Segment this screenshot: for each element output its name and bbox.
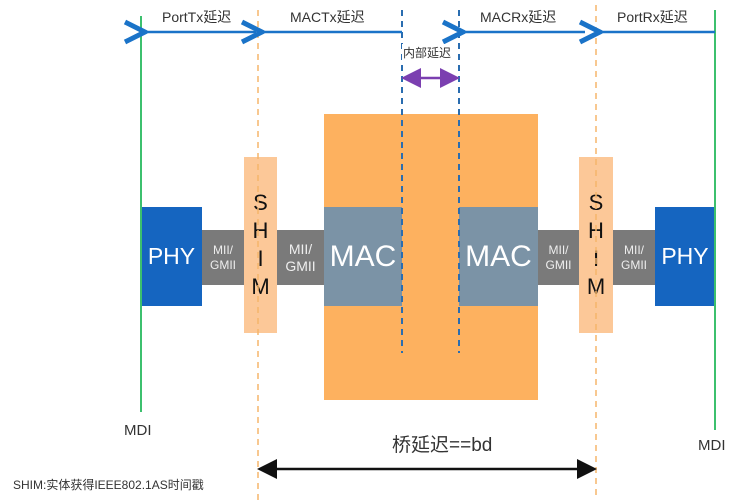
left-mdi-label: MDI [124, 422, 152, 439]
right-mii-outer-line2: GMII [621, 257, 647, 272]
right-mdi-label: MDI [698, 437, 726, 454]
right-mii-inner-line2: GMII [545, 257, 572, 272]
left-mii-inner-line1: MII/ [288, 240, 313, 257]
bridge-delay-label: 桥延迟==bd [392, 435, 493, 456]
left-mac-label: MAC [329, 239, 397, 273]
left-phy-label: PHY [147, 243, 196, 269]
shim-footnote: SHIM:实体获得IEEE802.1AS时间戳 [13, 478, 204, 492]
port-tx-delay-label: PortTx延迟 [162, 9, 232, 25]
left-mii-inner-block: MII/ GMII [277, 230, 324, 285]
right-shim-letter: S [588, 190, 604, 215]
right-mii-outer-line1: MII/ [624, 242, 644, 257]
left-mii-outer-block: MII/ GMII [202, 230, 244, 285]
internal-delay-label: 内部延迟 [402, 44, 453, 61]
right-mii-inner-block: MII/ GMII [538, 230, 579, 285]
right-mii-inner-line1: MII/ [548, 242, 569, 257]
right-mac-label: MAC [465, 239, 532, 273]
left-mii-outer-line2: GMII [210, 257, 236, 272]
right-phy-block: PHY [655, 207, 715, 306]
left-shim-letter: S [253, 190, 268, 215]
left-mii-inner-line2: GMII [285, 257, 316, 274]
left-shim-letter: H [252, 218, 269, 243]
left-mii-outer-line1: MII/ [213, 242, 233, 257]
right-mac-block: MAC [459, 207, 538, 306]
mac-tx-delay-label: MACTx延迟 [290, 9, 365, 25]
right-mii-outer-block: MII/ GMII [613, 230, 655, 285]
port-rx-delay-label: PortRx延迟 [617, 9, 688, 25]
left-shim-letter: I [257, 246, 264, 271]
right-shim-letter: M [586, 274, 606, 299]
left-shim-block: S H I M [244, 157, 277, 333]
left-shim-letter: M [251, 274, 270, 299]
left-mac-block: MAC [324, 207, 402, 306]
left-phy-block: PHY [141, 207, 202, 306]
mac-rx-delay-label: MACRx延迟 [480, 9, 557, 25]
right-phy-label: PHY [661, 243, 709, 269]
